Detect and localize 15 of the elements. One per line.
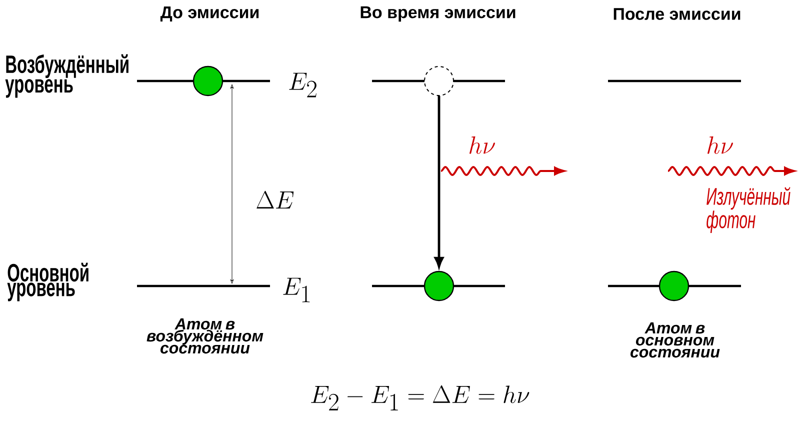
panel-title: После эмиссии <box>614 8 740 20</box>
electron-circle <box>658 270 690 302</box>
level-label: Основной уровень <box>7 262 88 302</box>
state-caption: Атом в возбуждённом состоянии <box>146 318 264 354</box>
level-symbol: $E_2$ <box>289 72 316 98</box>
electron-circle <box>424 270 454 302</box>
energy-gap-label: $\Delta E$ <box>256 190 294 208</box>
electron-circle <box>424 66 454 96</box>
level-symbol: $E_1$ <box>283 278 310 302</box>
state-caption: Атом в основном состоянии <box>630 322 720 358</box>
electron-circle <box>192 66 224 96</box>
photon-label: $h\nu$ <box>470 136 495 154</box>
photon-label: $h\nu$ <box>708 136 733 154</box>
energy-equation: $E_2 - E_1 = \Delta E = h\nu$ <box>311 385 530 410</box>
level-label: Возбуждённый уровень <box>5 54 128 98</box>
